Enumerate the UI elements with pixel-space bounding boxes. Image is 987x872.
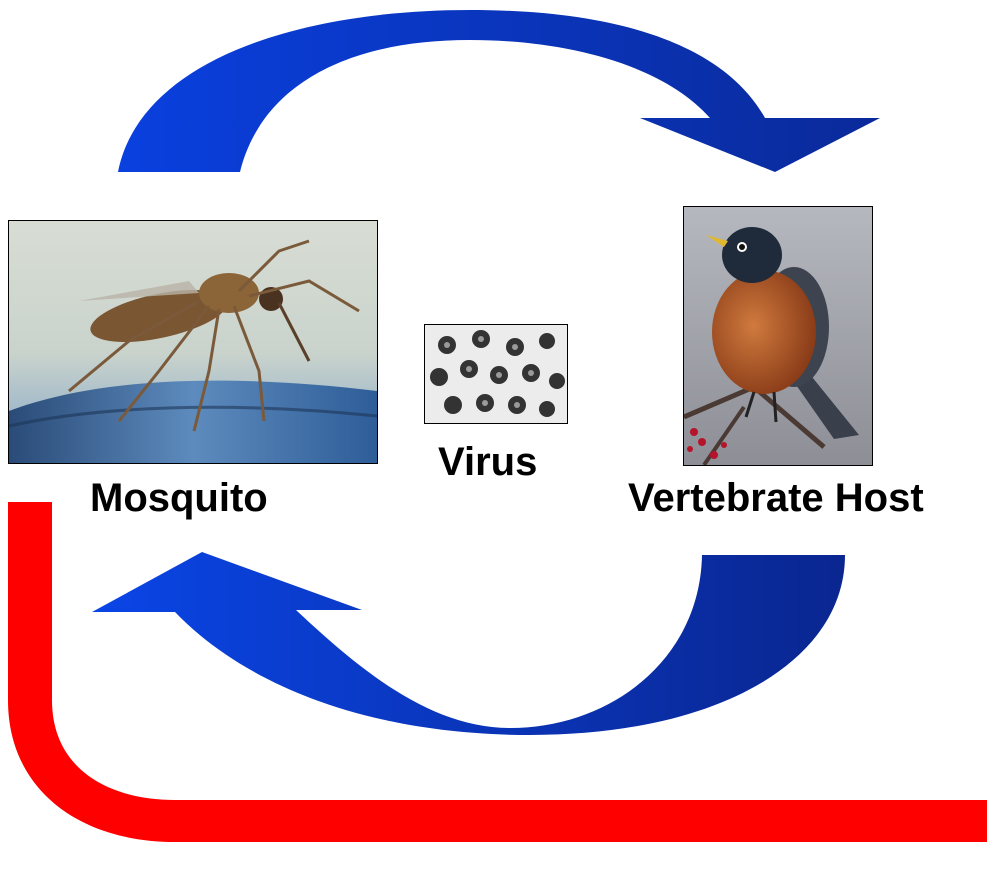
red-transmission-path <box>8 502 987 842</box>
vertebrate-host-label: Vertebrate Host <box>628 476 924 521</box>
virus-micrograph <box>424 324 568 424</box>
mosquito-label: Mosquito <box>90 476 268 521</box>
arrow-mosquito-to-host <box>118 10 880 172</box>
mosquito-photo <box>8 220 378 464</box>
arrow-host-to-mosquito <box>92 552 845 735</box>
robin-bird-photo <box>683 206 873 466</box>
virus-label: Virus <box>438 440 537 485</box>
